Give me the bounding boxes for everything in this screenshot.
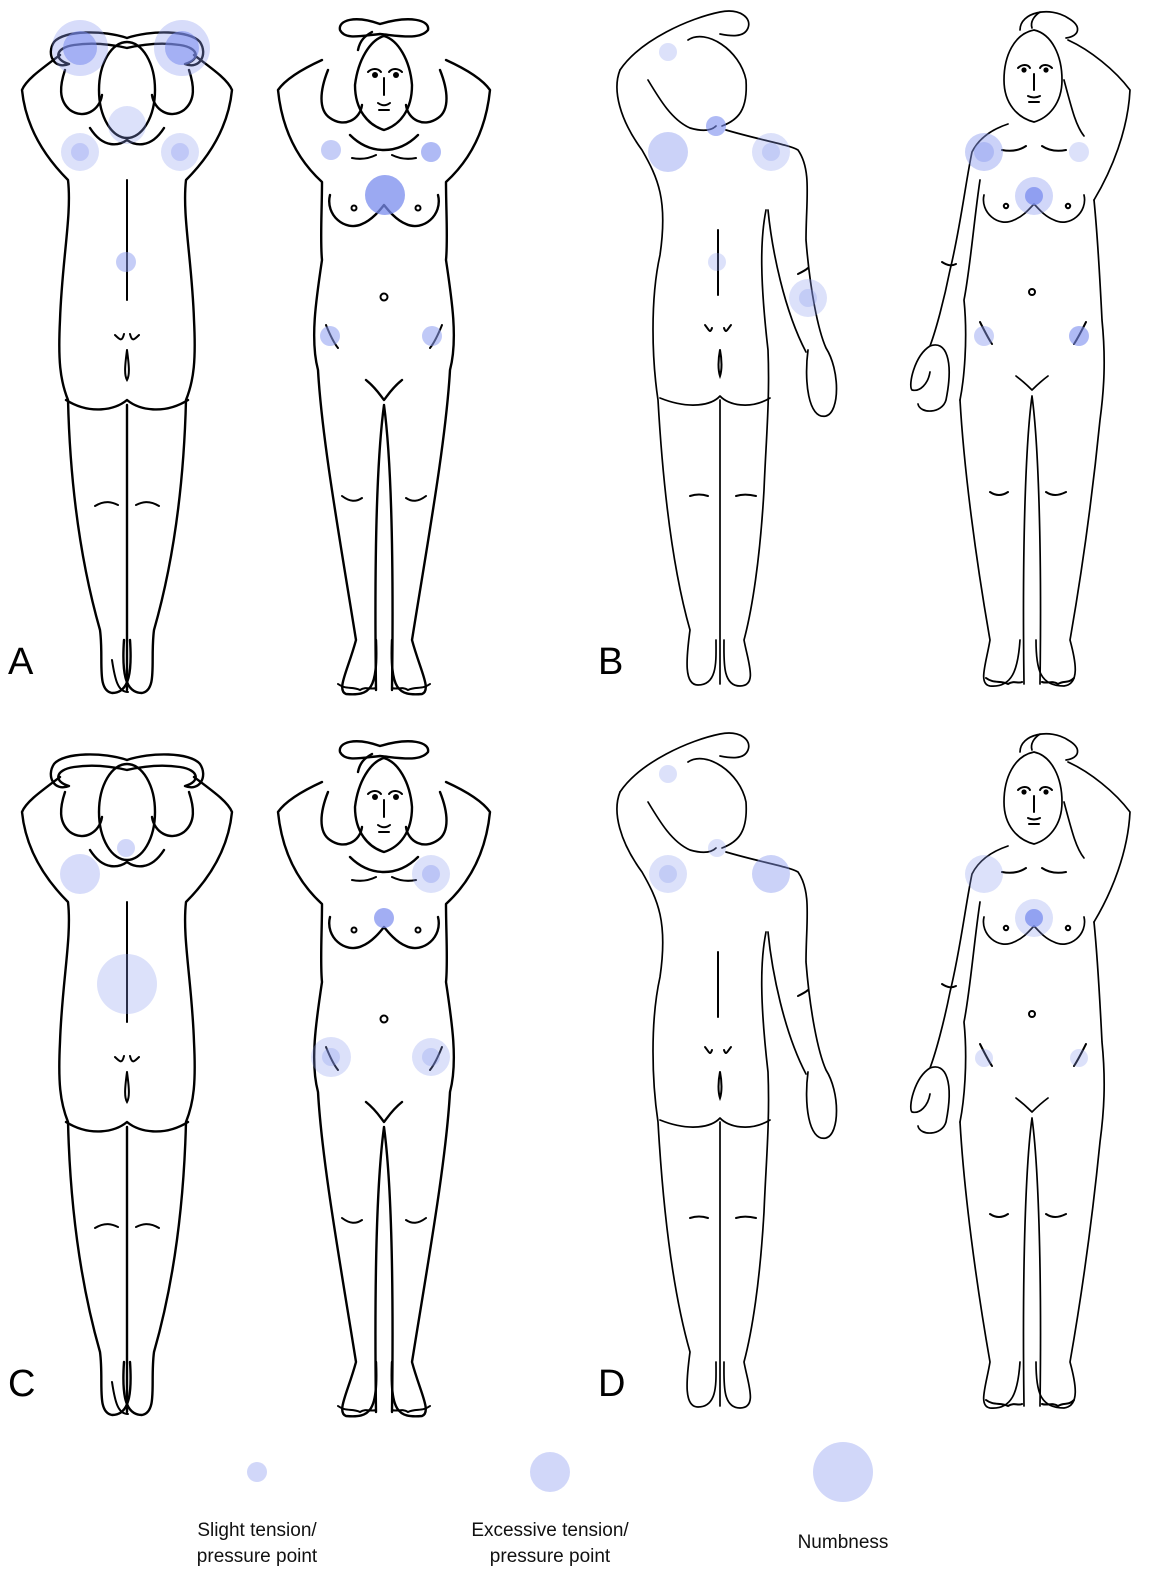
- marker-slight: [422, 1048, 440, 1066]
- marker-slight: [799, 289, 817, 307]
- legend-label-slight: Slight tension/ pressure point: [137, 1518, 377, 1570]
- figure-back-arm-side: [617, 11, 837, 686]
- figure-front-arm-side: [911, 734, 1130, 1408]
- marker-excessive: [365, 175, 405, 215]
- marker-numbness: [97, 954, 157, 1014]
- figure-front-arms-up: [278, 741, 490, 1416]
- legend-symbol-excessive: [530, 1452, 570, 1492]
- legend-label-line: Slight tension/: [137, 1518, 377, 1544]
- marker-slight: [708, 253, 726, 271]
- marker-slight: [321, 140, 341, 160]
- panel-letter: D: [598, 1363, 625, 1405]
- panel-a: A: [8, 19, 490, 694]
- marker-excessive: [648, 132, 688, 172]
- marker-excessive: [60, 854, 100, 894]
- marker-slight: [659, 765, 677, 783]
- markers-c: [60, 839, 450, 1077]
- marker-slight: [117, 839, 135, 857]
- marker-slight: [708, 839, 726, 857]
- panel-b: B: [598, 11, 1130, 686]
- panel-letter: A: [8, 641, 34, 683]
- legend-label-line: pressure point: [430, 1544, 670, 1570]
- marker-slight: [422, 865, 440, 883]
- marker-slight: [322, 1048, 340, 1066]
- marker-slight: [1070, 1049, 1088, 1067]
- markers-a: [52, 20, 442, 346]
- marker-slight: [1069, 326, 1089, 346]
- figure-front-arm-side: [911, 12, 1130, 686]
- panel-d: D: [598, 733, 1130, 1408]
- legend-symbol-numbness: [813, 1442, 873, 1502]
- panel-c: C: [8, 741, 490, 1416]
- marker-slight: [659, 43, 677, 61]
- marker-slight: [71, 143, 89, 161]
- marker-excessive: [63, 31, 97, 65]
- marker-excessive: [108, 106, 146, 144]
- markers-b: [648, 43, 1089, 346]
- legend-label-excessive: Excessive tension/ pressure point: [430, 1518, 670, 1570]
- marker-slight: [171, 143, 189, 161]
- marker-slight: [1025, 909, 1043, 927]
- marker-excessive: [165, 31, 199, 65]
- legend-label-line: pressure point: [137, 1544, 377, 1570]
- panel-letter: C: [8, 1363, 35, 1405]
- marker-slight: [706, 116, 726, 136]
- marker-slight: [421, 142, 441, 162]
- marker-slight: [422, 326, 442, 346]
- legend-label-numbness: Numbness: [723, 1530, 963, 1556]
- marker-slight: [975, 1049, 993, 1067]
- legend-label-line: Numbness: [723, 1530, 963, 1556]
- marker-slight: [1069, 142, 1089, 162]
- figure-front-arms-up: [278, 19, 490, 694]
- legend-symbol-slight: [247, 1462, 267, 1482]
- marker-slight: [659, 865, 677, 883]
- marker-excessive: [965, 855, 1003, 893]
- markers-d: [649, 765, 1088, 1067]
- marker-slight: [320, 326, 340, 346]
- marker-slight: [374, 908, 394, 928]
- legend-label-line: Excessive tension/: [430, 1518, 670, 1544]
- marker-slight: [762, 143, 780, 161]
- marker-slight: [974, 142, 994, 162]
- marker-slight: [1025, 187, 1043, 205]
- marker-slight: [974, 326, 994, 346]
- marker-slight: [116, 252, 136, 272]
- figure-back-arm-side: [617, 733, 837, 1408]
- marker-excessive: [752, 855, 790, 893]
- legend: [247, 1442, 873, 1502]
- panel-letter: B: [598, 641, 623, 683]
